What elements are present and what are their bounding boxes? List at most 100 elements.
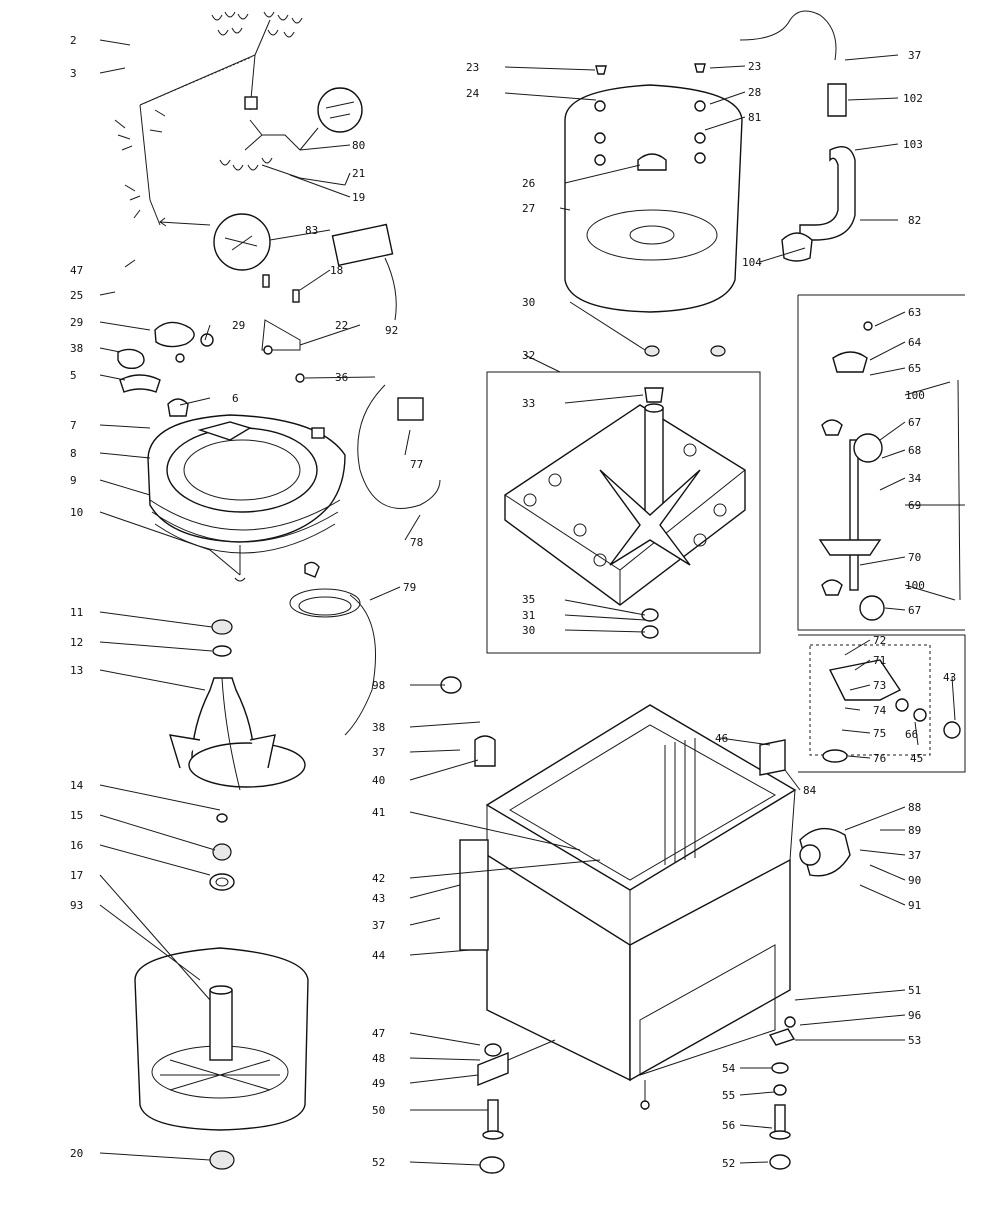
- callout-37-lower: 37: [372, 746, 385, 759]
- cabinet: [440, 676, 851, 1174]
- callout-77: 77: [410, 458, 423, 471]
- callout-88: 88: [908, 801, 921, 814]
- callout-103: 103: [903, 138, 923, 151]
- callout-21: 21: [352, 167, 365, 180]
- callout-56: 56: [722, 1119, 735, 1132]
- callout-98: 98: [372, 679, 385, 692]
- callout-66: 66: [905, 728, 918, 741]
- brake-lever-assembly: [797, 294, 965, 631]
- callout-7: 7: [70, 419, 77, 432]
- callout-34: 34: [908, 472, 922, 485]
- callout-26: 26: [522, 177, 535, 190]
- callout-92: 92: [385, 324, 398, 337]
- callout-37: 37: [908, 49, 921, 62]
- callout-6: 6: [232, 392, 239, 405]
- callout-68: 68: [908, 444, 921, 457]
- leader-lines: [99, 39, 965, 1166]
- callout-54: 54: [722, 1062, 736, 1075]
- callout-69: 69: [908, 499, 921, 512]
- top-cover-assembly: [147, 414, 346, 582]
- callout-90: 90: [908, 874, 921, 887]
- callout-63: 63: [908, 306, 921, 319]
- callout-84: 84: [803, 784, 817, 797]
- callout-46: 46: [715, 732, 728, 745]
- callout-53: 53: [908, 1034, 921, 1047]
- callout-23-right: 23: [748, 60, 761, 73]
- agitator-assembly: [134, 619, 309, 1170]
- callout-24: 24: [466, 87, 480, 100]
- drain-hose-and-cord: [289, 384, 441, 736]
- callout-25: 25: [70, 289, 83, 302]
- callout-93: 93: [70, 899, 83, 912]
- callout-29-right: 29: [232, 319, 245, 332]
- callout-14: 14: [70, 779, 84, 792]
- callout-72: 72: [873, 634, 886, 647]
- callout-37-right: 37: [908, 849, 921, 862]
- callout-35: 35: [522, 593, 535, 606]
- callout-96: 96: [908, 1009, 921, 1022]
- callout-73: 73: [873, 679, 886, 692]
- callout-76: 76: [873, 752, 886, 765]
- callout-8: 8: [70, 447, 77, 460]
- callout-75: 75: [873, 727, 886, 740]
- callout-104: 104: [742, 256, 762, 269]
- callout-15: 15: [70, 809, 83, 822]
- callout-52: 52: [722, 1157, 735, 1170]
- callout-22: 22: [335, 319, 348, 332]
- callout-51: 51: [908, 984, 921, 997]
- callout-74: 74: [873, 704, 887, 717]
- callout-40: 40: [372, 774, 385, 787]
- transmission-assembly: [486, 371, 761, 654]
- callout-49: 49: [372, 1077, 385, 1090]
- callout-20: 20: [70, 1147, 83, 1160]
- outer-tub: [564, 10, 856, 357]
- callout-44: 44: [372, 949, 386, 962]
- callout-17: 17: [70, 869, 83, 882]
- callout-42: 42: [372, 872, 385, 885]
- callout-45: 45: [910, 752, 923, 765]
- callout-102: 102: [903, 92, 923, 105]
- callout-47-lower: 47: [372, 1027, 385, 1040]
- callout-55: 55: [722, 1089, 735, 1102]
- lid-switch-assembly: [798, 634, 966, 773]
- callout-83: 83: [305, 224, 318, 237]
- callout-27: 27: [522, 202, 535, 215]
- callout-18: 18: [330, 264, 343, 277]
- callout-38-lower: 38: [372, 721, 385, 734]
- callout-32: 32: [522, 349, 535, 362]
- callout-64: 64: [908, 336, 922, 349]
- callout-80: 80: [352, 139, 365, 152]
- callout-28: 28: [748, 86, 761, 99]
- callout-47: 47: [70, 264, 83, 277]
- callout-33: 33: [522, 397, 535, 410]
- callout-65: 65: [908, 362, 921, 375]
- callout-91: 91: [908, 899, 921, 912]
- callout-16: 16: [70, 839, 83, 852]
- callout-41: 41: [372, 806, 385, 819]
- callout-43: 43: [372, 892, 385, 905]
- callout-67: 67: [908, 416, 921, 429]
- callout-labels: 2 3 47 25 29 38 5 7 8 9 10 11 12 13 14 1…: [70, 34, 956, 1170]
- callout-38: 38: [70, 342, 83, 355]
- callout-31: 31: [522, 609, 535, 622]
- callout-3: 3: [70, 67, 77, 80]
- callout-78: 78: [410, 536, 423, 549]
- harness-clips-and-switch: [117, 223, 397, 417]
- callout-30: 30: [522, 296, 535, 309]
- callout-52-left: 52: [372, 1156, 385, 1169]
- callout-19: 19: [352, 191, 365, 204]
- callout-48: 48: [372, 1052, 385, 1065]
- callout-23: 23: [466, 61, 479, 74]
- callout-50: 50: [372, 1104, 385, 1117]
- callout-12: 12: [70, 636, 83, 649]
- callout-30-lower: 30: [522, 624, 535, 637]
- callout-36: 36: [335, 371, 348, 384]
- callout-11: 11: [70, 606, 83, 619]
- callout-82: 82: [908, 214, 921, 227]
- callout-10: 10: [70, 506, 83, 519]
- wire-harness: [114, 11, 363, 271]
- callout-29: 29: [70, 316, 83, 329]
- callout-37-side: 37: [372, 919, 385, 932]
- callout-100-lower: 100: [905, 579, 925, 592]
